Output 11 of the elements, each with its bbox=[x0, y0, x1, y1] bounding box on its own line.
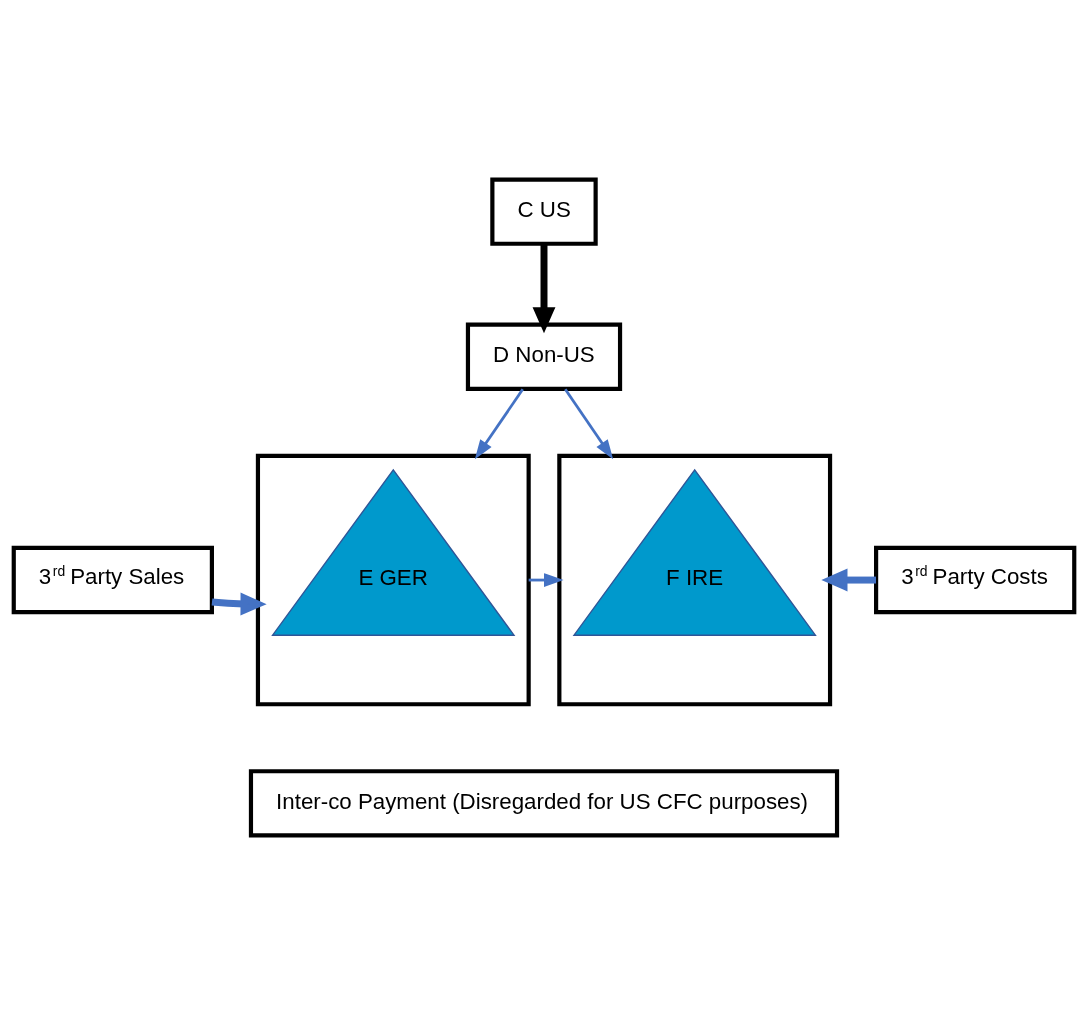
arrow bbox=[211, 592, 267, 616]
arrow bbox=[474, 388, 524, 460]
cluster bbox=[255, 453, 531, 707]
cluster bbox=[557, 453, 833, 707]
node-box: D Non-US bbox=[465, 322, 623, 391]
arrow bbox=[532, 243, 556, 334]
node-box: 3$^{rd}$ Party Sales bbox=[11, 545, 214, 615]
node-box: C US bbox=[490, 177, 598, 246]
node-box: Inter-co Payment (Disregarded for US CFC purposes) bbox=[248, 769, 840, 838]
node-box: 3$^{rd}$ Party Costs bbox=[874, 545, 1077, 615]
arrow bbox=[564, 388, 614, 460]
